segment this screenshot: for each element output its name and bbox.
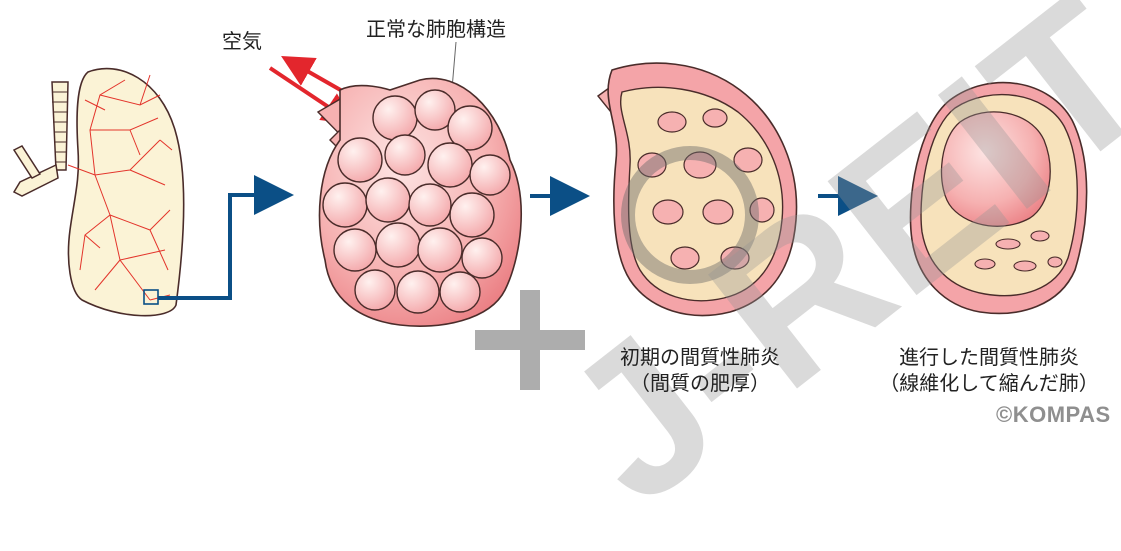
label-early-line2: （間質の肥厚） [580, 370, 820, 396]
copyright-mark: ©KOMPAS [996, 402, 1111, 428]
label-air: 空気 [222, 28, 262, 54]
lung-lobe [69, 69, 184, 316]
left-bronchus-branch [14, 146, 40, 178]
label-early-line1: 初期の間質性肺炎 [580, 344, 820, 370]
label-advanced: 進行した間質性肺炎 （線維化して縮んだ肺） [860, 344, 1118, 396]
trachea [52, 82, 68, 170]
label-advanced-line2: （線維化して縮んだ肺） [860, 370, 1118, 396]
pulmonary-fibrosis-diagram: J-REIT 空気 正常な肺胞構造 初期の間質性肺炎 （間質の肥厚） 進行した間… [0, 0, 1121, 432]
label-early: 初期の間質性肺炎 （間質の肥厚） [580, 344, 820, 396]
label-normal-alveoli: 正常な肺胞構造 [366, 16, 506, 42]
lung-illustration [14, 69, 184, 316]
label-advanced-line1: 進行した間質性肺炎 [860, 344, 1118, 370]
normal-alveoli [318, 78, 521, 326]
